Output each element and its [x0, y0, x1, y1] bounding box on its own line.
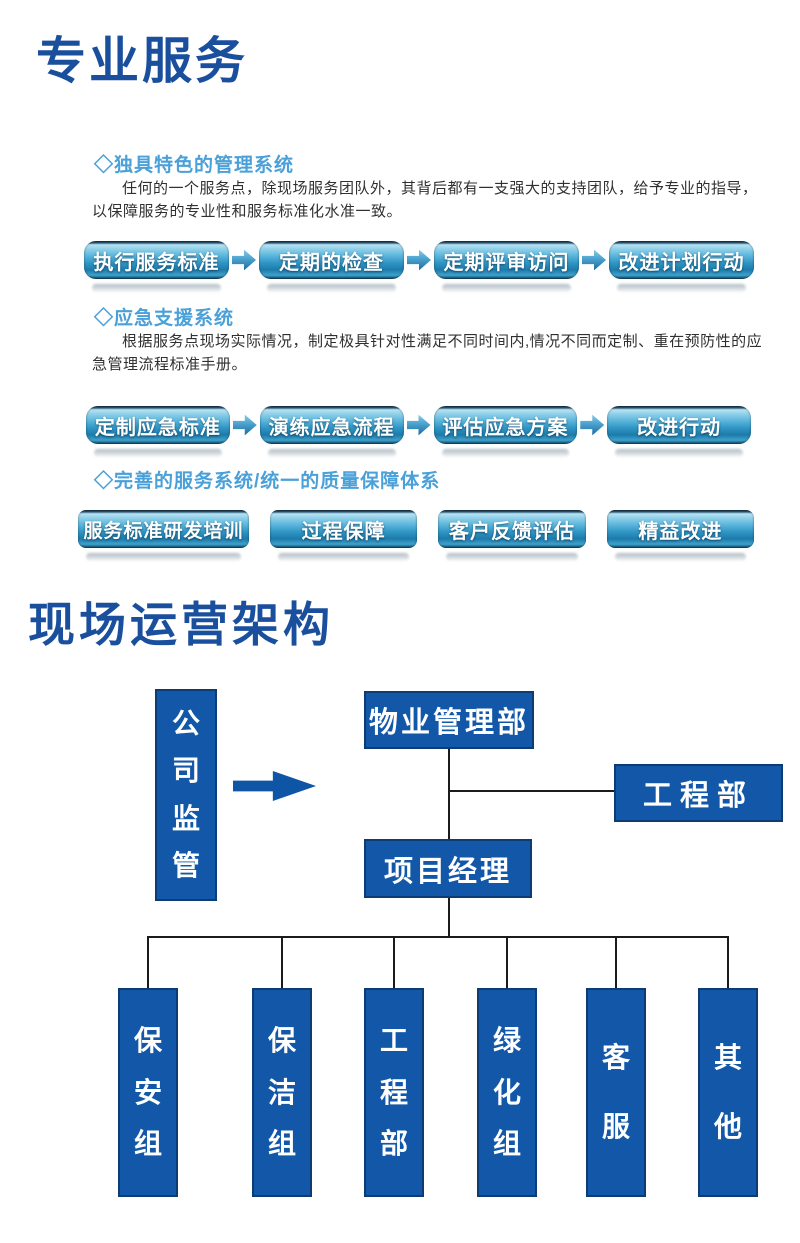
- org-box-character: 组: [133, 1127, 162, 1159]
- org-team-box: 其他: [698, 988, 758, 1197]
- step-pill: 执行服务标准: [84, 241, 229, 279]
- right-arrow-icon: [233, 771, 316, 801]
- org-box-character: 安: [133, 1076, 162, 1108]
- step-pill: 服务标准研发培训: [78, 510, 249, 548]
- org-box-character: 程: [379, 1076, 408, 1108]
- page-title-operations: 现场运营架构: [28, 598, 334, 653]
- section-heading-emergency-support: ◇应急支援系统: [94, 308, 235, 329]
- connector-line: [615, 936, 617, 988]
- org-box-character: 其: [713, 1042, 742, 1074]
- connector-line: [148, 936, 729, 938]
- org-team-box: 工程部: [364, 988, 424, 1197]
- flow-row-management: 执行服务标准定期的检查定期评审访问改进计划行动: [84, 240, 754, 280]
- step-pill: 精益改进: [606, 510, 755, 548]
- connector-line: [449, 790, 614, 792]
- step-pill: 改进行动: [607, 406, 751, 444]
- connector-line: [506, 936, 508, 988]
- org-box-property-management-dept: 物业管理部: [364, 691, 534, 749]
- connector-line: [393, 936, 395, 988]
- flow-arrow-icon: [232, 249, 256, 271]
- org-box-character: 化: [492, 1076, 521, 1108]
- org-team-box: 客服: [586, 988, 646, 1197]
- org-team-box: 保洁组: [252, 988, 312, 1197]
- step-pill: 改进计划行动: [609, 241, 754, 279]
- flow-row-emergency: 定制应急标准演练应急流程评估应急方案改进行动: [86, 405, 751, 445]
- connector-line: [147, 936, 149, 988]
- org-box-character: 部: [379, 1127, 408, 1159]
- org-box-character: 监: [171, 802, 200, 834]
- step-pill: 定期评审访问: [434, 241, 579, 279]
- org-box-project-manager: 项目经理: [364, 839, 532, 898]
- org-box-character: 保: [267, 1025, 296, 1057]
- step-pill: 定期的检查: [259, 241, 404, 279]
- org-box-character: 工: [379, 1025, 408, 1057]
- org-box-character: 服: [601, 1110, 630, 1142]
- org-box-character: 客: [601, 1042, 630, 1074]
- org-box-character: 组: [492, 1127, 521, 1159]
- connector-line: [281, 936, 283, 988]
- section-body-management-system: 任何的一个服务点，除现场服务团队外，其背后都有一支强大的支持团队，给予专业的指导…: [92, 180, 758, 220]
- step-pill: 评估应急方案: [433, 406, 578, 444]
- org-team-box: 保安组: [118, 988, 178, 1197]
- step-pill: 演练应急流程: [259, 406, 404, 444]
- org-box-character: 绿: [492, 1025, 521, 1057]
- org-box-engineering-dept: 工程部: [614, 764, 783, 822]
- step-pill: 客户反馈评估: [438, 510, 586, 548]
- section-heading-quality-system: ◇完善的服务系统/统一的质量保障体系: [94, 471, 441, 492]
- org-team-box: 绿化组: [477, 988, 537, 1197]
- page-title-services: 专业服务: [36, 31, 248, 90]
- section-body-emergency-support: 根据服务点现场实际情况，制定极具针对性满足不同时间内,情况不同而定制、重在预防性…: [92, 333, 763, 373]
- org-box-character: 司: [171, 755, 200, 787]
- org-box-character: 组: [267, 1127, 296, 1159]
- flow-arrow-icon: [406, 414, 431, 436]
- org-box-character: 他: [713, 1110, 742, 1142]
- org-box-company-supervision: 公司监管: [155, 689, 217, 901]
- org-box-character: 洁: [267, 1076, 296, 1108]
- step-pill: 定制应急标准: [86, 406, 230, 444]
- org-box-character: 管: [171, 849, 200, 881]
- flow-arrow-icon: [407, 249, 431, 271]
- connector-line: [727, 936, 729, 988]
- section-heading-management-system: ◇独具特色的管理系统: [94, 155, 295, 176]
- flow-row-quality: 服务标准研发培训过程保障客户反馈评估精益改进: [78, 509, 755, 549]
- step-pill: 过程保障: [269, 510, 418, 548]
- flow-arrow-icon: [580, 414, 605, 436]
- flow-arrow-icon: [232, 414, 257, 436]
- org-box-character: 保: [133, 1025, 162, 1057]
- connector-line: [448, 898, 450, 938]
- connector-line: [448, 749, 450, 839]
- flow-arrow-icon: [582, 249, 606, 271]
- org-box-character: 公: [171, 708, 200, 740]
